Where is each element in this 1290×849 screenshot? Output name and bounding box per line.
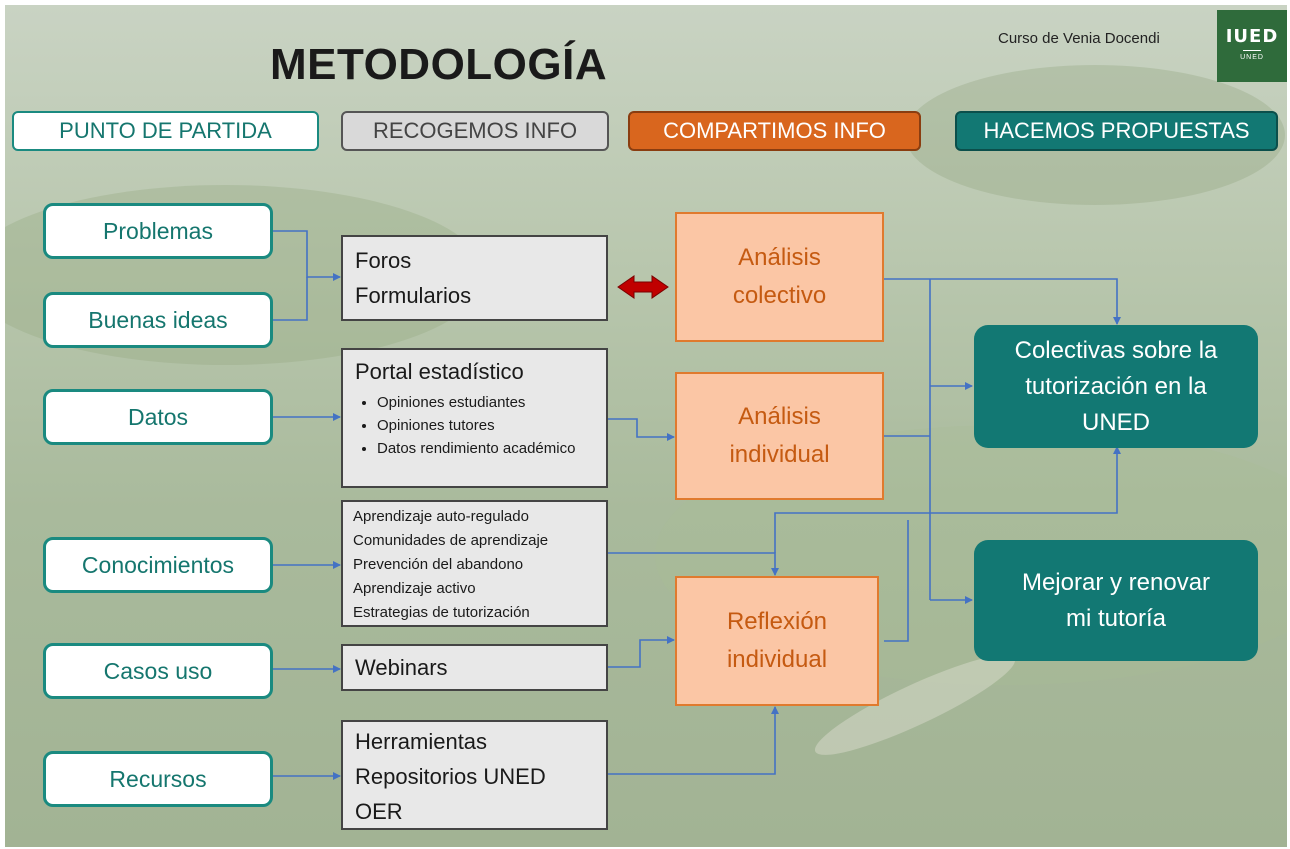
knowledge-item: Aprendizaje activo — [353, 580, 476, 597]
double-arrow-icon — [617, 275, 669, 299]
header-hacemos-propuestas: HACEMOS PROPUESTAS — [955, 111, 1278, 151]
logo-text: IUED — [1225, 26, 1279, 47]
resource-item: Herramientas — [355, 729, 488, 754]
box-foros-formularios: Foros Formularios — [341, 235, 608, 321]
header-punto-partida: PUNTO DE PARTIDA — [12, 111, 319, 151]
header-recogemos-info: RECOGEMOS INFO — [341, 111, 609, 151]
arrow-conocimientos-reflexion — [608, 552, 779, 576]
box-webinars: Webinars — [341, 644, 608, 691]
info-formularios: Formularios — [355, 283, 472, 308]
knowledge-item: Aprendizaje auto-regulado — [353, 508, 529, 525]
box-conocimientos-list: Aprendizaje auto-regulado Comunidades de… — [341, 500, 608, 627]
source-casos-uso: Casos uso — [43, 643, 273, 699]
portal-item: Opiniones tutores — [377, 414, 594, 437]
arrow-reflexion-colectivas — [774, 446, 1121, 553]
info-foros: Foros — [355, 248, 412, 273]
knowledge-item: Comunidades de aprendizaje — [353, 532, 549, 549]
source-datos: Datos — [43, 389, 273, 445]
source-buenas-ideas: Buenas ideas — [43, 292, 273, 348]
iued-logo: IUED UNED — [1217, 10, 1287, 82]
source-conocimientos: Conocimientos — [43, 537, 273, 593]
resource-item: OER — [355, 799, 403, 824]
arrow-webinars-reflexion — [608, 636, 675, 668]
page-title: METODOLOGÍA — [270, 40, 608, 89]
portal-title: Portal estadístico — [355, 359, 524, 384]
arrow-colectivo-colectivas — [884, 278, 1121, 325]
arrow-problemas — [273, 230, 341, 281]
arrow-buenas-ideas — [273, 277, 308, 321]
knowledge-item: Prevención del abandono — [353, 556, 524, 573]
portal-item: Opiniones estudiantes — [377, 391, 594, 414]
box-portal-estadistico: Portal estadístico Opiniones estudiantes… — [341, 348, 608, 488]
source-recursos: Recursos — [43, 751, 273, 807]
course-label: Curso de Venia Docendi — [998, 30, 1160, 47]
portal-list: Opiniones estudiantes Opiniones tutores … — [355, 391, 594, 460]
arrow-herramientas-reflexion — [608, 706, 779, 775]
line-reflexion-bus — [884, 520, 909, 642]
source-problemas: Problemas — [43, 203, 273, 259]
knowledge-item: Estrategias de tutorización — [353, 604, 530, 621]
box-herramientas: Herramientas Repositorios UNED OER — [341, 720, 608, 830]
portal-item: Datos rendimiento académico — [377, 437, 594, 460]
arrow-portal-individual — [608, 418, 675, 441]
logo-subtext: UNED — [1240, 54, 1264, 61]
header-compartimos-info: COMPARTIMOS INFO — [628, 111, 921, 151]
resource-item: Repositorios UNED — [355, 764, 546, 789]
